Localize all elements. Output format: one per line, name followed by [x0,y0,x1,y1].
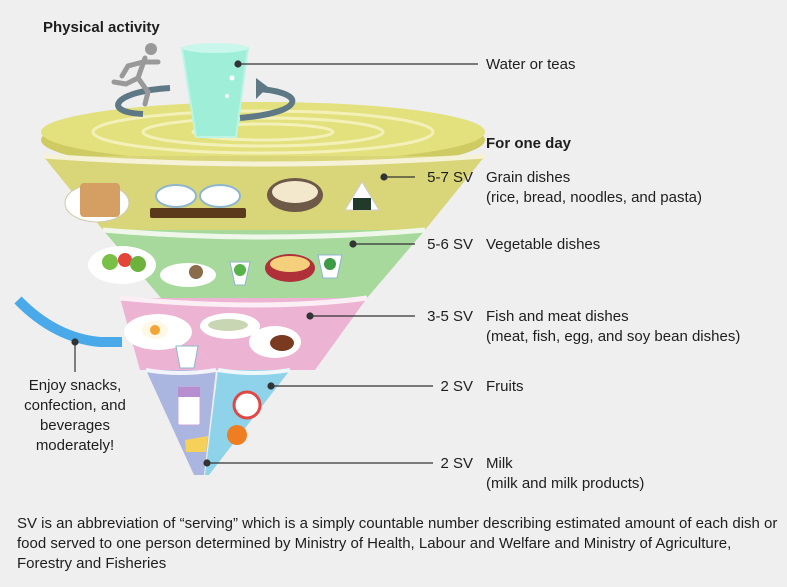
apple-icon [234,392,260,418]
vegetable-plate-icon [160,263,216,287]
snack-ribbon [18,300,122,342]
arrow-head [256,78,268,99]
snacks-note: Enjoy snacks, confection, and beverages … [0,376,150,456]
milk-tier [146,370,216,475]
fruits-sv: 2 SV [413,377,473,396]
milk-name: Milk [486,454,513,473]
rice-bowl-icon [156,185,196,207]
physical-activity-title: Physical activity [43,18,160,37]
fish-meat-detail: (meat, fish, egg, and soy bean dishes) [486,327,740,346]
fish-meat-name: Fish and meat dishes [486,307,629,326]
fruits-name: Fruits [486,377,524,396]
milk-sv: 2 SV [413,454,473,473]
fish-meat-tier [120,298,367,370]
bread-icon [80,183,120,217]
for-one-day-header: For one day [486,134,571,153]
grain-detail: (rice, bread, noodles, and pasta) [486,188,702,207]
orange-icon [227,425,247,445]
tofu-dish-icon [176,346,198,368]
fish-meat-sv: 3-5 SV [413,307,473,326]
milk-detail: (milk and milk products) [486,474,644,493]
water-label: Water or teas [486,55,575,74]
vegetable-tier [88,230,425,298]
rice-bowl-icon-2 [200,185,240,207]
grain-sv: 5-7 SV [413,168,473,187]
vegetable-name: Vegetable dishes [486,235,600,254]
salad-icon [102,254,118,270]
grain-name: Grain dishes [486,168,570,187]
vegetable-sv: 5-6 SV [413,235,473,254]
serving-footnote: SV is an abbreviation of “serving” which… [17,514,782,574]
